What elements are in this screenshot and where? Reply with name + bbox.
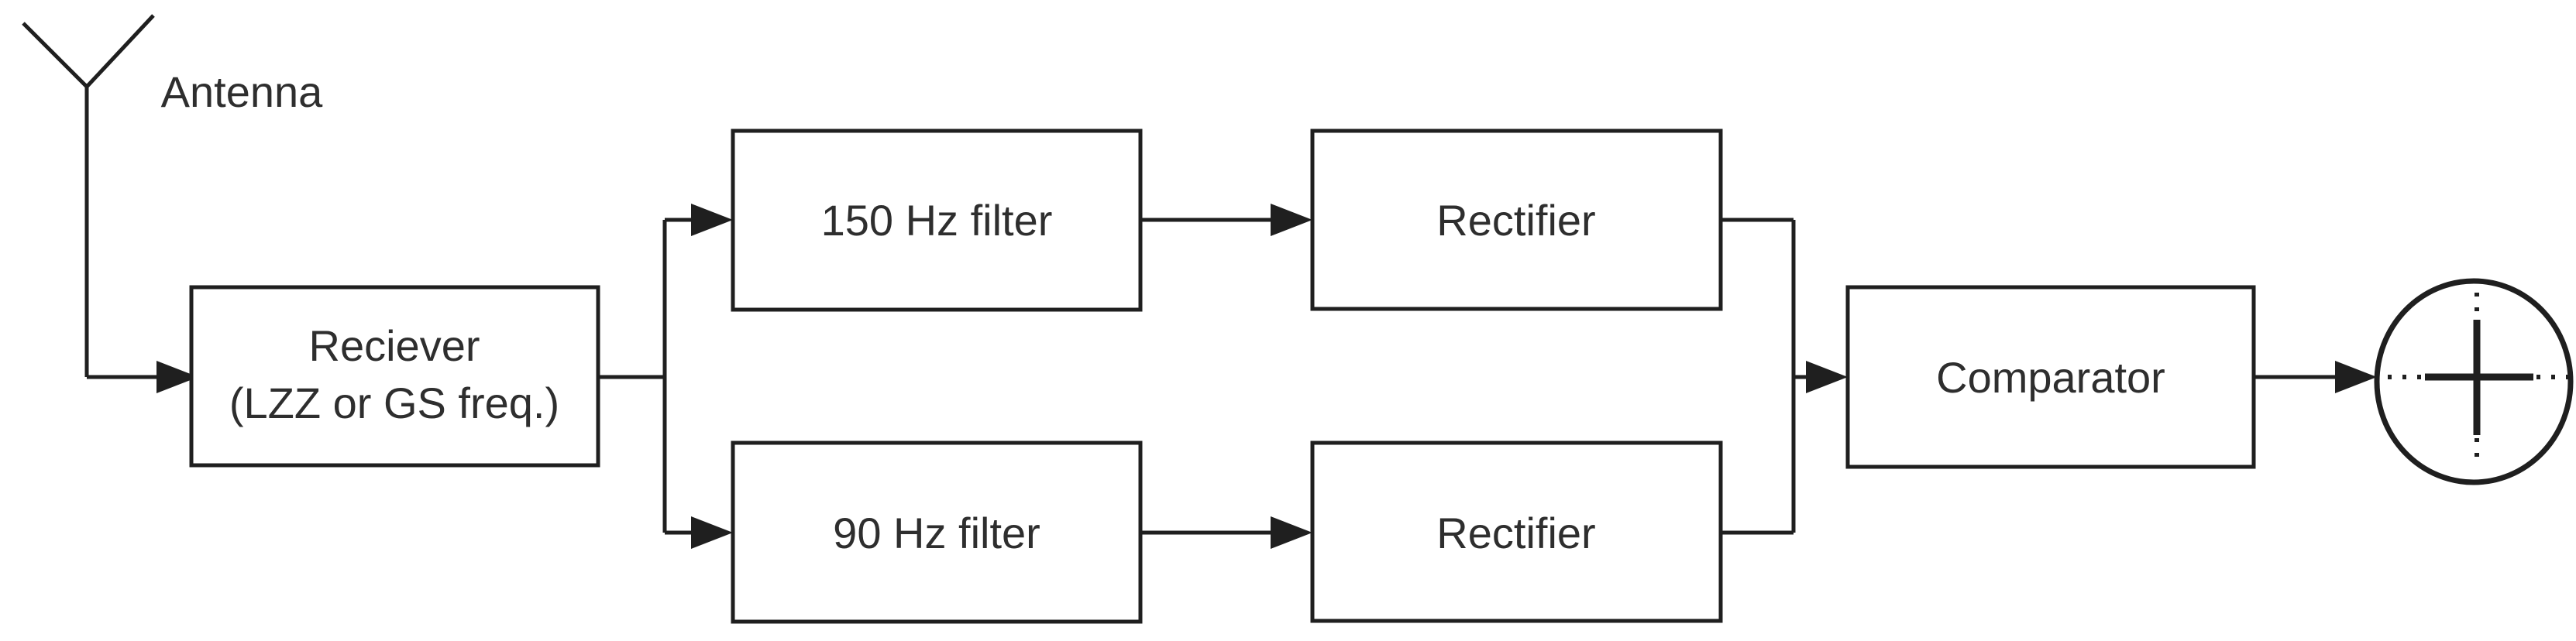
filter-150-box [731, 129, 1143, 312]
antenna-arm-left [22, 22, 88, 88]
crosshair-circle-icon [2374, 278, 2574, 485]
antenna-label: Antenna [161, 67, 323, 116]
filter-90-label: 90 Hz filter [833, 509, 1040, 557]
filter-150-label: 150 Hz filter [821, 196, 1053, 245]
comparator-label: Comparator [1936, 353, 2165, 402]
arrow-into-rectifier-top [1271, 204, 1312, 236]
comparator-box [1845, 285, 2256, 469]
rectifier-top-label: Rectifier [1436, 196, 1595, 245]
receiver-label-line2: (LZZ or GS freq.) [229, 379, 559, 427]
arrow-into-comparator [1806, 361, 1848, 393]
rectifier-top-box [1310, 129, 1723, 311]
rectifier-bottom-box [1310, 440, 1723, 623]
receiver-label-line1: Reciever [309, 321, 480, 370]
antenna-arm-right [85, 14, 155, 88]
arrow-into-filter150 [691, 204, 733, 236]
wires [87, 218, 2341, 535]
arrow-into-rectifier-bottom [1271, 516, 1312, 549]
receiver-box [189, 285, 600, 468]
antenna-icon [22, 14, 155, 377]
arrow-into-receiver [156, 361, 198, 393]
filter-90-box [731, 440, 1143, 624]
arrowheads [156, 204, 2377, 549]
arrow-into-filter90 [691, 516, 733, 549]
arrow-into-indicator [2335, 361, 2377, 393]
rectifier-bottom-label: Rectifier [1436, 509, 1595, 557]
